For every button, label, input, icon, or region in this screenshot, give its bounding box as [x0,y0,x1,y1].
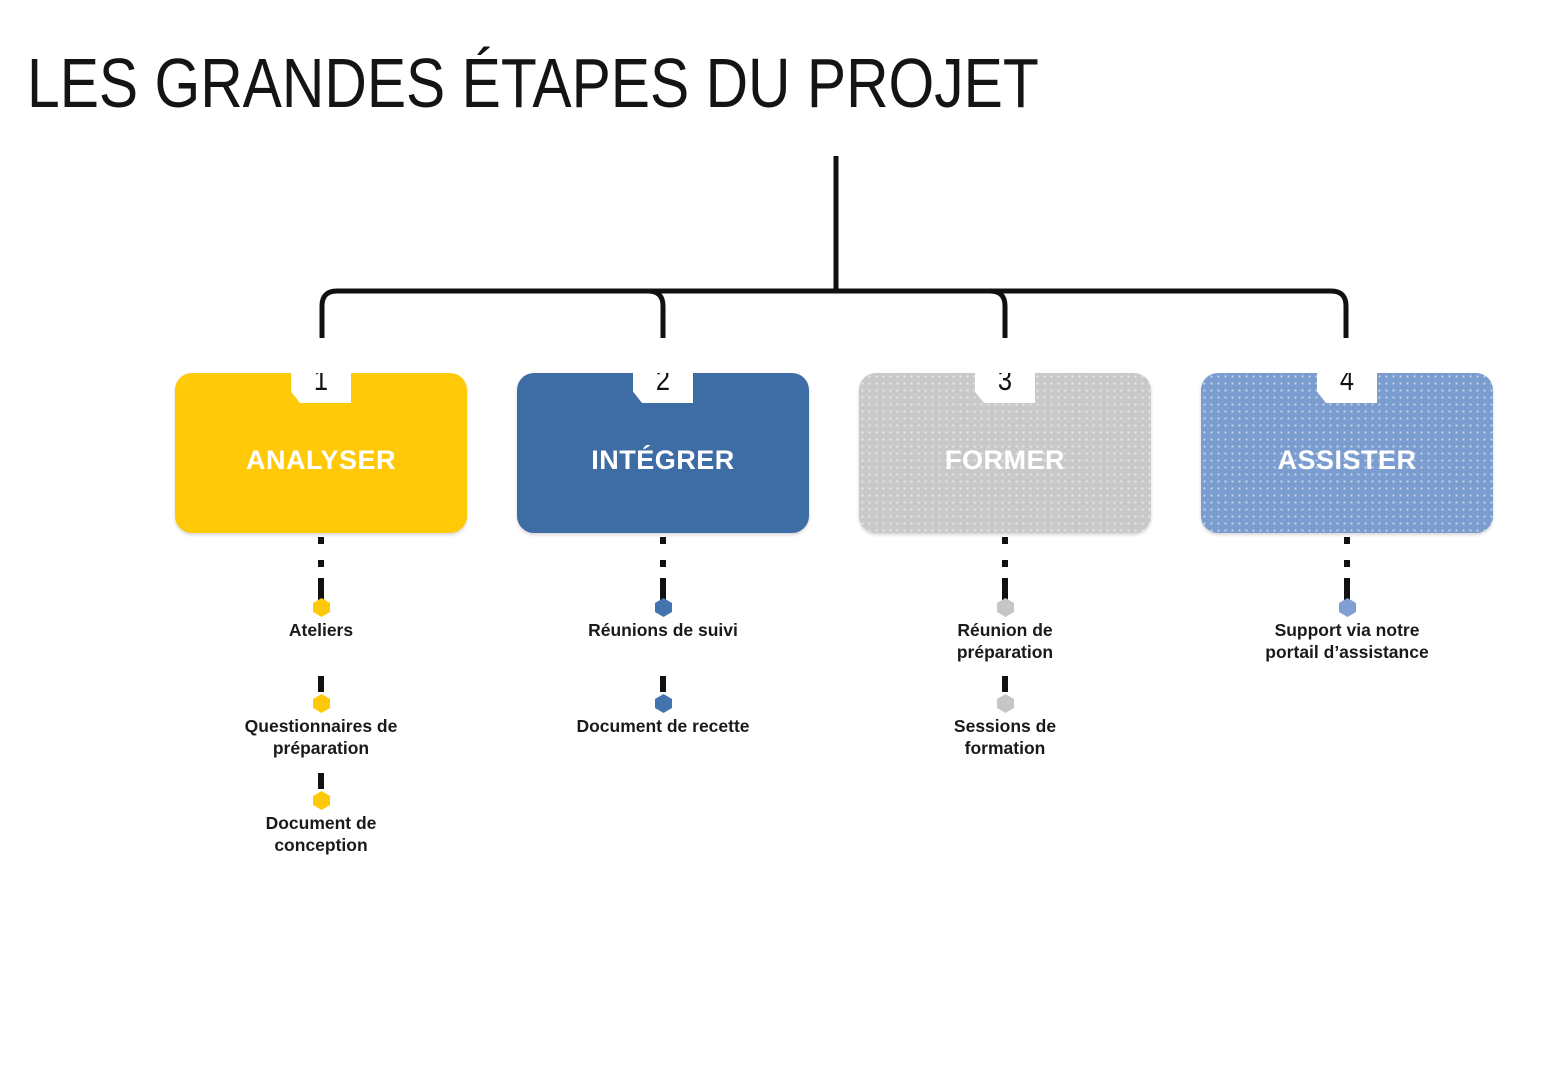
page-title: LES GRANDES ÉTAPES DU PROJET [27,44,1039,122]
deliverable-label: Réunion de préparation [956,620,1054,662]
stage-column-integrer: 2 INTÉGRER Réunions de suivi Document de… [517,373,809,933]
stage-box-former[interactable]: 3 FORMER [859,373,1151,533]
hexagon-bullet [313,694,330,713]
hexagon-bullet [655,694,672,713]
dashed-connector [660,537,666,600]
stage-number: 2 [655,362,671,397]
stage-column-former: 3 FORMER Réunion de préparation Sessions… [859,373,1151,933]
stage-box-integrer[interactable]: 2 INTÉGRER [517,373,809,533]
stage-number: 1 [313,362,329,397]
stage-title: ANALYSER [245,444,397,475]
hexagon-bullet [313,791,330,810]
deliverable-label: Document de recette [576,716,750,736]
stage-number-tab: 1 [291,373,351,403]
stage-box-assister[interactable]: 4 ASSISTER [1201,373,1493,533]
tree-connector-lines [319,156,1349,338]
deliverable-label: Support via notre portail d’assistance [1265,620,1429,662]
drop-line-3 [989,288,1008,338]
hexagon-bullet [655,598,672,617]
drop-line-2 [647,288,666,338]
dash-connector [318,676,324,692]
hexagon-bullet [313,598,330,617]
deliverable-label: Document de conception [265,813,377,855]
deliverable-label: Questionnaires de préparation [244,716,398,758]
stage-column-assister: 4 ASSISTER Support via notre portail d’a… [1201,373,1493,933]
stage-number: 4 [1339,362,1355,397]
stage-title: INTÉGRER [591,444,735,475]
dashed-connector [1002,537,1008,600]
stage-number: 3 [997,362,1013,397]
hexagon-bullet [1339,598,1356,617]
stage-number-tab: 2 [633,373,693,403]
stage-column-analyser: 1 ANALYSER Ateliers Questionnaires de pr… [175,373,467,933]
dashed-connector [318,537,324,600]
deliverable-label: Ateliers [288,620,354,640]
stage-title: FORMER [945,444,1065,475]
dashed-connector [1344,537,1350,600]
dash-connector [318,773,324,789]
dash-connector [1002,676,1008,692]
stage-box-analyser[interactable]: 1 ANALYSER [175,373,467,533]
stage-title: ASSISTER [1277,444,1417,475]
deliverable-label: Réunions de suivi [588,620,738,640]
stage-number-tab: 4 [1317,373,1377,403]
dash-connector [660,676,666,692]
stage-number-tab: 3 [975,373,1035,403]
deliverable-label: Sessions de formation [953,716,1057,758]
branch-line [319,288,1349,338]
hexagon-bullet [997,694,1014,713]
hexagon-bullet [997,598,1014,617]
